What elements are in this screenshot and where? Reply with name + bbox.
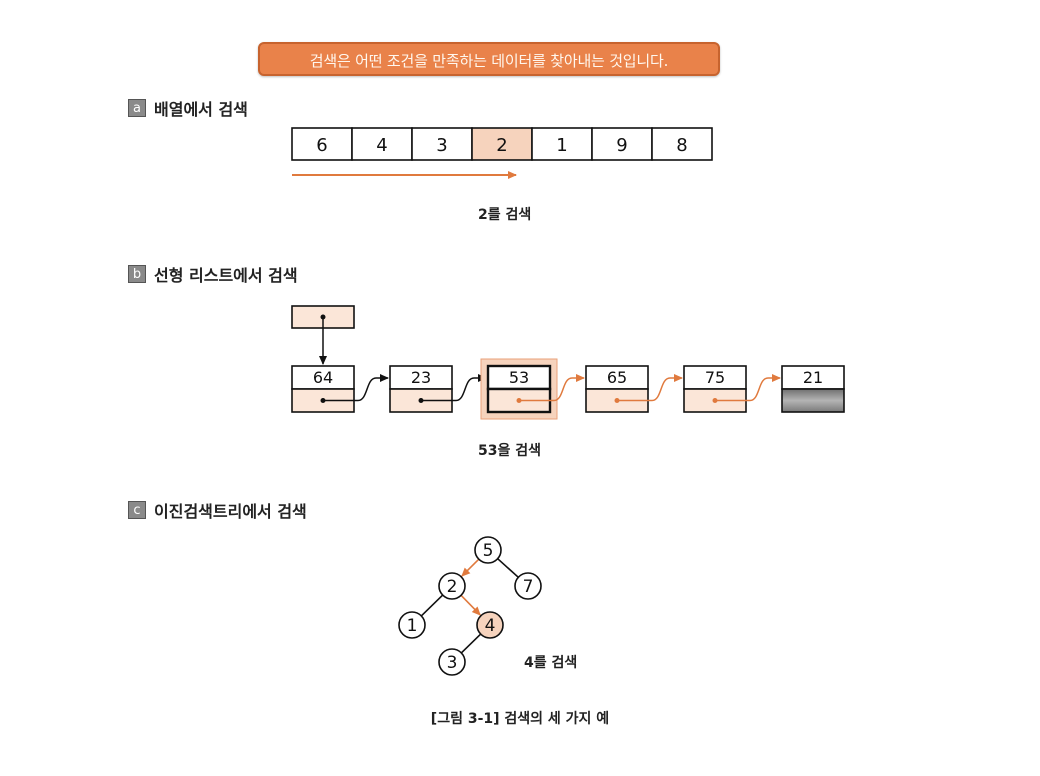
tree-node-label-n2: 2 bbox=[447, 577, 458, 597]
tree-node-label-n3: 3 bbox=[447, 653, 458, 673]
section-a-title: a 배열에서 검색 bbox=[128, 96, 248, 120]
array-cell-value-3: 2 bbox=[496, 135, 507, 156]
tree-node-n3 bbox=[438, 648, 466, 676]
tree-edge-n2-n4 bbox=[460, 594, 481, 616]
tree-node-label-n1: 1 bbox=[407, 616, 418, 636]
linked-list-diagram: 64 23 53 65 75 21 bbox=[291, 305, 845, 420]
array-cell-5 bbox=[591, 127, 653, 161]
list-node-value-5: 21 bbox=[803, 368, 823, 387]
tree-node-n4 bbox=[476, 611, 504, 639]
list-link-2 bbox=[519, 374, 585, 402]
tree-node-n7 bbox=[514, 572, 542, 600]
list-link-1 bbox=[421, 374, 487, 402]
array-cell-value-6: 8 bbox=[676, 135, 687, 156]
section-a-title-text: 배열에서 검색 bbox=[154, 100, 248, 119]
array-cell-0 bbox=[291, 127, 353, 161]
list-node-value-2: 53 bbox=[509, 368, 529, 387]
list-node-value-0: 64 bbox=[313, 368, 333, 387]
tree-node-label-n5: 5 bbox=[483, 541, 494, 561]
array-cell-value-1: 4 bbox=[376, 135, 387, 156]
array-cell-6 bbox=[651, 127, 713, 161]
section-a-badge: a bbox=[128, 99, 146, 117]
array-cell-4 bbox=[531, 127, 593, 161]
tree-edge-n2-n1 bbox=[420, 594, 444, 617]
section-b-badge: b bbox=[128, 265, 146, 283]
section-b-title-text: 선형 리스트에서 검색 bbox=[154, 266, 298, 285]
tree-edge-n5-n7 bbox=[497, 558, 519, 578]
list-node-next-5 bbox=[781, 388, 845, 413]
section-c-badge: c bbox=[128, 501, 146, 519]
tree-node-n1 bbox=[398, 611, 426, 639]
array-cell-2 bbox=[411, 127, 473, 161]
list-link-3 bbox=[617, 374, 683, 402]
list-node-value-1: 23 bbox=[411, 368, 431, 387]
tree-node-label-n4: 4 bbox=[485, 616, 496, 636]
figure-caption: [그림 3-1] 검색의 세 가지 예 bbox=[430, 711, 610, 727]
array-cell-value-4: 1 bbox=[556, 135, 567, 156]
tree-node-n5 bbox=[474, 536, 502, 564]
tree-diagram: 5 2 7 1 4 3 bbox=[398, 536, 542, 676]
array-caption: 2를 검색 bbox=[478, 207, 532, 223]
list-link-0 bbox=[323, 374, 389, 402]
array-diagram: 6 4 3 2 1 9 8 bbox=[291, 127, 713, 179]
section-c-title: c 이진검색트리에서 검색 bbox=[128, 498, 307, 522]
array-cell-value-2: 3 bbox=[436, 135, 447, 156]
list-caption: 53을 검색 bbox=[478, 443, 541, 459]
banner: 검색은 어떤 조건을 만족하는 데이터를 찾아내는 것입니다. bbox=[258, 42, 720, 76]
tree-caption: 4를 검색 bbox=[524, 655, 578, 671]
array-cell-3 bbox=[471, 127, 533, 161]
list-link-4 bbox=[715, 374, 781, 402]
tree-edge-n4-n3 bbox=[460, 633, 482, 654]
tree-node-n2 bbox=[438, 572, 466, 600]
tree-edge-n5-n2 bbox=[461, 558, 480, 577]
array-cell-value-0: 6 bbox=[316, 135, 327, 156]
section-b-title: b 선형 리스트에서 검색 bbox=[128, 262, 298, 286]
list-node-value-4: 75 bbox=[705, 368, 725, 387]
array-cell-1 bbox=[351, 127, 413, 161]
section-c-title-text: 이진검색트리에서 검색 bbox=[154, 502, 307, 521]
list-node-value-3: 65 bbox=[607, 368, 627, 387]
tree-node-label-n7: 7 bbox=[523, 577, 534, 597]
array-cell-value-5: 9 bbox=[616, 135, 627, 156]
